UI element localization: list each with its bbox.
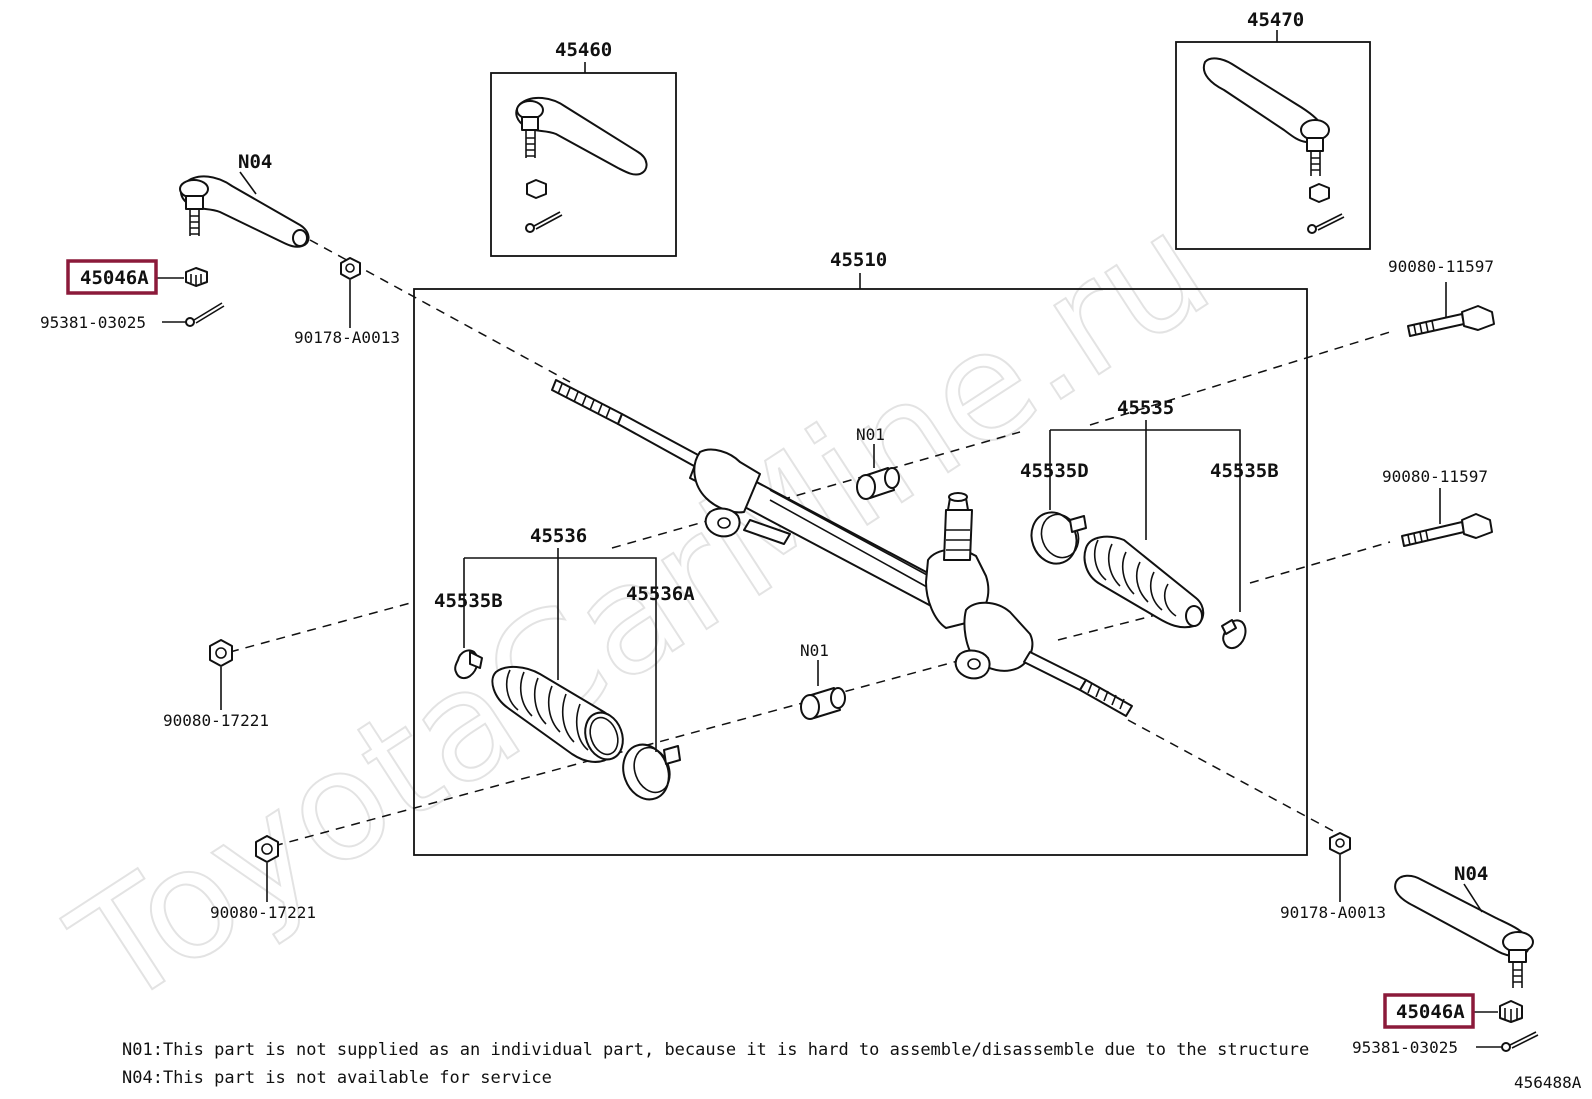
bolt-top-right-icon: [1407, 305, 1495, 337]
tie-rod-end-box-left-frame: [490, 72, 677, 257]
boot-kit-right-label[interactable]: 45535: [1117, 397, 1174, 419]
bushing-top-label[interactable]: N01: [856, 425, 885, 444]
boot-kit-left-label[interactable]: 45536: [530, 525, 587, 547]
jam-nut-right-label[interactable]: 90178-A0013: [1280, 903, 1386, 922]
tie-rod-end-45470-icon: [1202, 57, 1345, 234]
bolt-top-right-label[interactable]: 90080-11597: [1388, 257, 1494, 276]
jam-nut-left-icon: [340, 257, 361, 280]
nut-left-label[interactable]: 45046A: [80, 267, 149, 289]
nut-right-icon: [1499, 1000, 1523, 1023]
clamp-left-large-label[interactable]: 45536A: [626, 583, 695, 605]
tie-rod-end-right-icon: [1394, 874, 1534, 988]
bolt-mid-right-icon: [1401, 513, 1493, 547]
tie-rod-end-right-label[interactable]: N04: [1454, 863, 1488, 885]
jam-nut-right-icon: [1329, 832, 1351, 855]
tie-rod-end-box-right-frame: [1175, 41, 1371, 250]
note-n01: N01:This part is not supplied as an indi…: [122, 1040, 1309, 1060]
boot-left-icon: [491, 666, 624, 763]
boot-right-icon: [1083, 535, 1205, 629]
nut-bottom-left-label[interactable]: 90080-17221: [210, 903, 316, 922]
cotter-pin-right-label[interactable]: 95381-03025: [1352, 1038, 1458, 1057]
cotter-pin-left-icon: [185, 302, 225, 327]
nut-left-highlight: [66, 259, 158, 295]
clip-right-icon: [1221, 619, 1247, 650]
clamp-left-large-icon: [622, 743, 681, 801]
jam-nut-left-label[interactable]: 90178-A0013: [294, 328, 400, 347]
nut-right-label[interactable]: 45046A: [1396, 1001, 1465, 1023]
nut-right-highlight: [1383, 993, 1475, 1029]
clip-right-label[interactable]: 45535B: [1210, 460, 1279, 482]
bushing-bottom-label[interactable]: N01: [800, 641, 829, 660]
cotter-pin-left-label[interactable]: 95381-03025: [40, 313, 146, 332]
clip-left-icon: [454, 649, 483, 680]
bushing-top-icon: [856, 467, 900, 500]
cotter-pin-right-icon: [1501, 1031, 1539, 1052]
nut-mid-left-label[interactable]: 90080-17221: [163, 711, 269, 730]
tie-rod-end-box-left-label[interactable]: 45460: [555, 39, 612, 61]
bolt-mid-right-label[interactable]: 90080-11597: [1382, 467, 1488, 486]
nut-left-icon: [185, 267, 208, 287]
assembly-label[interactable]: 45510: [830, 249, 887, 271]
tie-rod-end-left-icon: [179, 175, 310, 248]
clamp-right-large-icon: [1030, 511, 1087, 565]
tie-rod-end-45460-icon: [515, 96, 648, 233]
tie-rod-end-left-label[interactable]: N04: [238, 151, 272, 173]
clip-left-label[interactable]: 45535B: [434, 590, 503, 612]
note-n04: N04:This part is not available for servi…: [122, 1068, 552, 1088]
tie-rod-end-box-right-label[interactable]: 45470: [1247, 9, 1304, 31]
nut-mid-left-icon: [209, 639, 233, 667]
diagram-code: 456488A: [1514, 1073, 1582, 1092]
nut-bottom-left-icon: [255, 835, 279, 863]
bushing-bottom-icon: [800, 687, 846, 720]
steering-rack-icon: [551, 379, 1133, 717]
clamp-right-large-label[interactable]: 45535D: [1020, 460, 1089, 482]
